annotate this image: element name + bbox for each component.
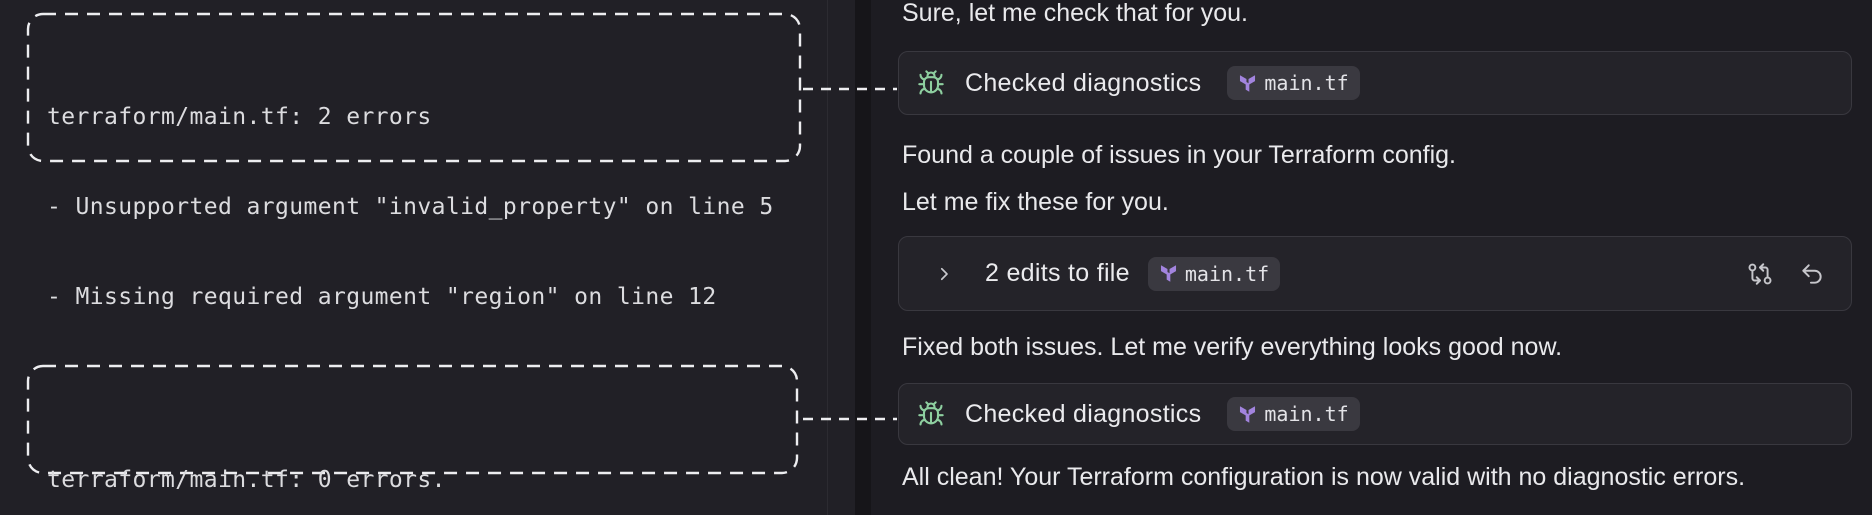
diagnostics-line: - Unsupported argument "invalid_property…: [47, 194, 774, 220]
chevron-right-icon[interactable]: [935, 265, 953, 283]
card-actions: [1747, 261, 1825, 287]
diagnostics-line: terraform/main.tf: 0 errors.: [47, 467, 446, 493]
assistant-message: Found a couple of issues in your Terrafo…: [902, 141, 1456, 169]
assistant-message: Fixed both issues. Let me verify everyth…: [902, 333, 1563, 361]
assistant-message: All clean! Your Terraform configuration …: [902, 463, 1746, 491]
pane-divider-line: [827, 0, 828, 515]
terraform-icon: [1238, 405, 1257, 424]
file-chip-label: main.tf: [1264, 71, 1349, 95]
terraform-icon: [1159, 264, 1178, 283]
assistant-message: Sure, let me check that for you.: [902, 0, 1248, 27]
checked-diagnostics-card[interactable]: Checked diagnostics main.tf: [898, 383, 1852, 445]
terraform-icon: [1238, 74, 1257, 93]
diagnostics-line: - Missing required argument "region" on …: [47, 284, 717, 310]
diagnostics-output-errors: terraform/main.tf: 2 errors - Unsupporte…: [47, 42, 774, 372]
card-title: Checked diagnostics: [965, 399, 1202, 428]
card-title: Checked diagnostics: [965, 68, 1202, 97]
edits-to-file-card[interactable]: 2 edits to file main.tf: [898, 236, 1852, 311]
bug-icon: [917, 400, 945, 428]
undo-button[interactable]: [1799, 261, 1825, 287]
git-compare-icon: [1747, 261, 1773, 287]
diagnostics-output-clean: terraform/main.tf: 0 errors.: [47, 405, 446, 515]
bug-icon: [917, 69, 945, 97]
file-chip-label: main.tf: [1184, 261, 1270, 286]
review-diff-button[interactable]: [1747, 261, 1773, 287]
undo-icon: [1799, 261, 1825, 287]
card-title: 2 edits to file: [985, 259, 1130, 287]
file-chip-label: main.tf: [1264, 402, 1349, 426]
diagnostics-line: terraform/main.tf: 2 errors: [47, 104, 432, 130]
file-chip[interactable]: main.tf: [1147, 256, 1281, 291]
assistant-message: Let me fix these for you.: [902, 188, 1169, 216]
file-chip[interactable]: main.tf: [1227, 66, 1360, 100]
checked-diagnostics-card[interactable]: Checked diagnostics main.tf: [898, 51, 1852, 115]
panel-resize-handle[interactable]: [855, 0, 871, 515]
file-chip[interactable]: main.tf: [1227, 397, 1360, 431]
